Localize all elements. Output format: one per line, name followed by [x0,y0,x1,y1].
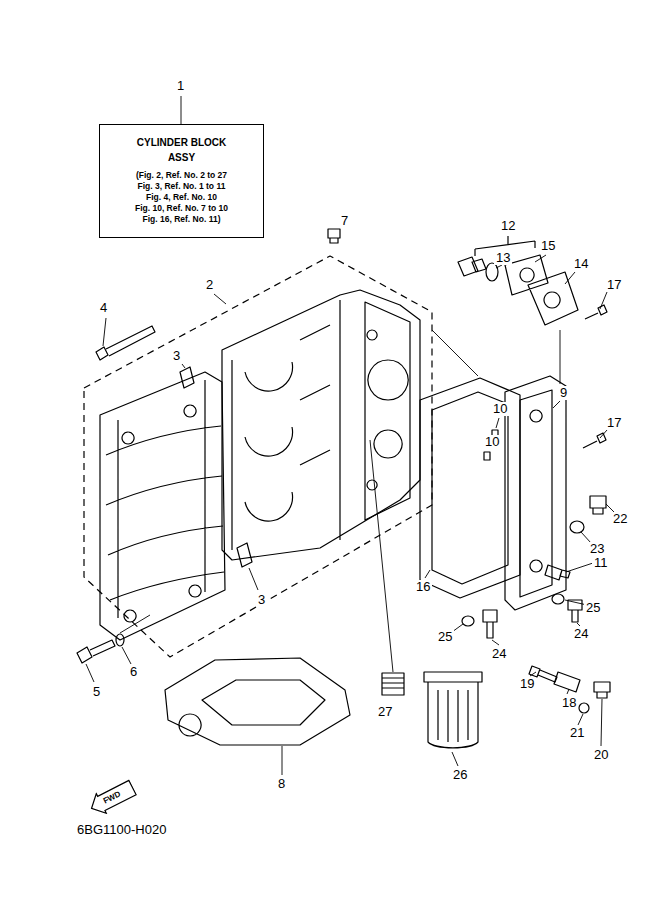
callout-number: 3 [256,593,267,607]
box-note-line: Fig. 4, Ref. No. 10 [106,192,257,203]
callout-number: 8 [276,777,287,791]
crankcase [222,290,420,560]
callout-number: 5 [91,685,102,699]
callout-number: 19 [518,677,536,691]
exhaust-cover-bosses [122,405,201,622]
exhaust-cover [100,372,225,640]
callout-number: 10 [491,402,509,416]
callout-number: 23 [588,542,606,556]
callout-number: 18 [560,696,578,710]
callout-number: 24 [490,647,508,661]
callout-number: 10 [483,435,501,449]
direction-arrow: FWD [85,776,139,819]
callout-number: 22 [611,512,629,526]
gasket [165,658,350,745]
plug [594,682,610,698]
leader-lines [86,96,614,775]
box-heading: CYLINDER BLOCK ASSY [134,135,230,165]
crank-bearings [245,325,330,521]
callout-number: 25 [436,630,454,644]
thermostat-parts [458,255,607,325]
callout-number: 4 [98,301,109,315]
plug [328,229,340,243]
box-note-line: Fig. 10, Ref. No. 7 to 10 [106,203,257,214]
callout-number: 16 [414,580,432,594]
callout-number: 1 [175,79,186,93]
bolt [483,610,497,638]
fitting [545,565,570,580]
callout-number: 21 [568,726,586,740]
oil-filter-fitting [382,673,404,695]
callout-number: 3 [171,349,182,363]
callout-number: 17 [605,278,623,292]
callout-number: 2 [204,278,215,292]
callout-number: 13 [494,251,512,265]
callout-number: 11 [592,556,610,570]
callout-number: 25 [584,601,602,615]
washer [486,263,498,281]
box-note-line: Fig. 16, Ref. No. 11) [106,214,257,225]
callout-number: 15 [539,239,557,253]
drawing-number: 6BG1100-H020 [75,823,168,837]
callout-number: 27 [376,705,394,719]
plug [590,496,606,514]
o-ring [570,521,584,533]
washer [462,616,474,626]
arrow-shape [87,778,138,818]
callout-number: 26 [451,768,469,782]
bolt [77,640,115,663]
callout-number: 17 [605,416,623,430]
washer [552,594,564,604]
box-note-line: (Fig. 2, Ref. No. 2 to 27 [106,170,257,181]
o-ring [579,703,589,713]
cylinder-head-face [365,302,410,520]
callout-number: 6 [128,665,139,679]
washer [116,634,124,646]
callout-number: 7 [339,214,350,228]
callout-number: 9 [558,386,569,400]
assy-dashed-outline [84,256,432,657]
dowel-pin [180,367,252,567]
callout-number: 20 [592,748,610,762]
cover-plate [505,376,566,610]
sleeve [554,672,580,692]
oil-filter [424,672,482,748]
title-box: CYLINDER BLOCK ASSY (Fig. 2, Ref. No. 2 t… [99,124,264,238]
box-note-line: Fig. 3, Ref. No. 1 to 11 [106,181,257,192]
callout-number: 14 [572,257,590,271]
callout-number: 12 [499,219,517,233]
callout-number: 24 [572,627,590,641]
